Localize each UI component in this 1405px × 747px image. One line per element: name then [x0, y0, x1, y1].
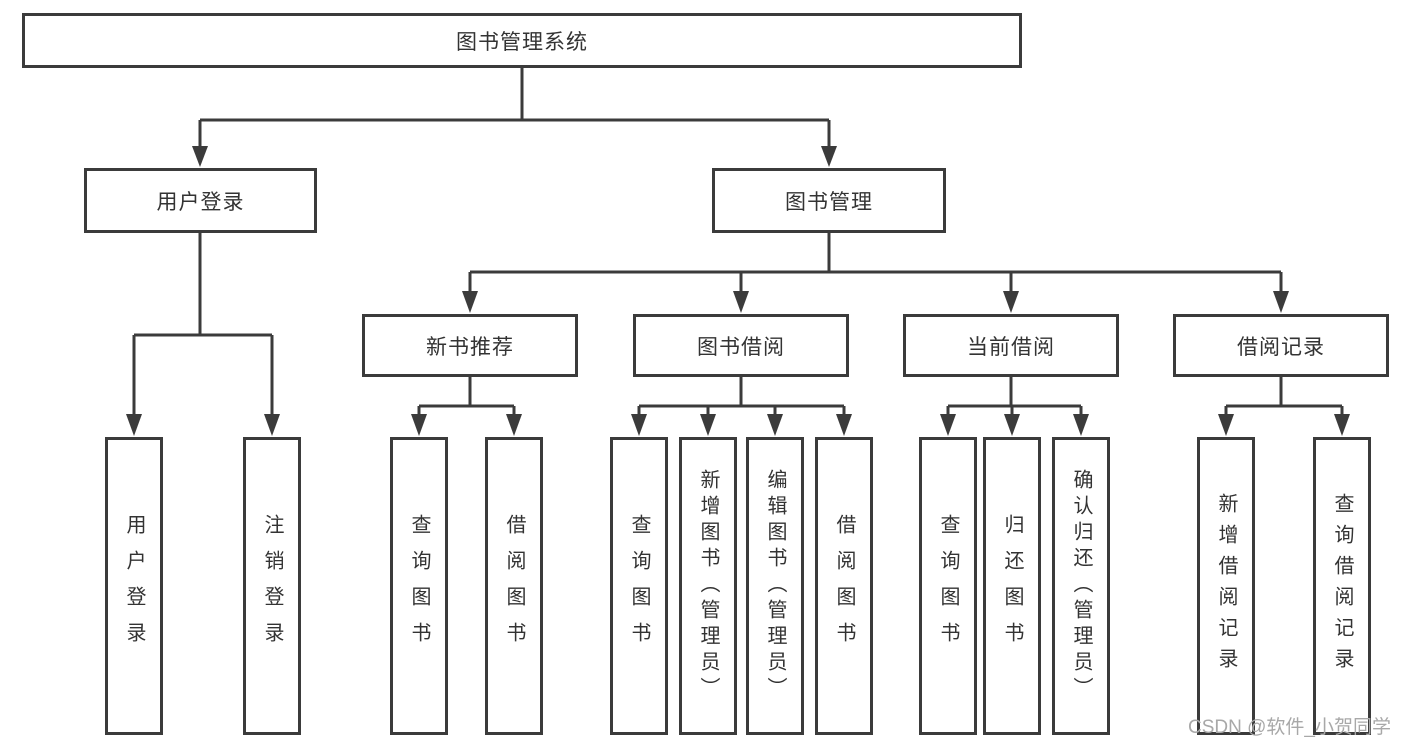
node-book-management-branch: 图书管理 [712, 168, 946, 233]
node-borrowing-records: 借阅记录 [1173, 314, 1389, 377]
csdn-watermark: CSDN @软件_小贺同学 [1188, 717, 1391, 738]
leaf-query-borrow-record: 查询借阅记录 [1313, 437, 1371, 735]
node-new-book-recommend: 新书推荐 [362, 314, 578, 377]
leaf-return-book: 归还图书 [983, 437, 1041, 735]
node-user-login-branch: 用户登录 [84, 168, 317, 233]
leaf-add-borrow-record: 新增借阅记录 [1197, 437, 1255, 735]
leaf-borrow-books-recommend: 借阅图书 [485, 437, 543, 735]
leaf-query-books-borrowing: 查询图书 [610, 437, 668, 735]
node-book-borrowing: 图书借阅 [633, 314, 849, 377]
leaf-add-book-admin: 新增图书（管理员） [679, 437, 737, 735]
leaf-logout-login: 注销登录 [243, 437, 301, 735]
leaf-user-login: 用户登录 [105, 437, 163, 735]
node-library-management-system: 图书管理系统 [22, 13, 1022, 68]
leaf-query-books-recommend: 查询图书 [390, 437, 448, 735]
leaf-borrow-books-borrowing: 借阅图书 [815, 437, 873, 735]
leaf-confirm-return-admin: 确认归还（管理员） [1052, 437, 1110, 735]
leaf-edit-book-admin: 编辑图书（管理员） [746, 437, 804, 735]
node-current-borrowing: 当前借阅 [903, 314, 1119, 377]
leaf-query-books-current: 查询图书 [919, 437, 977, 735]
